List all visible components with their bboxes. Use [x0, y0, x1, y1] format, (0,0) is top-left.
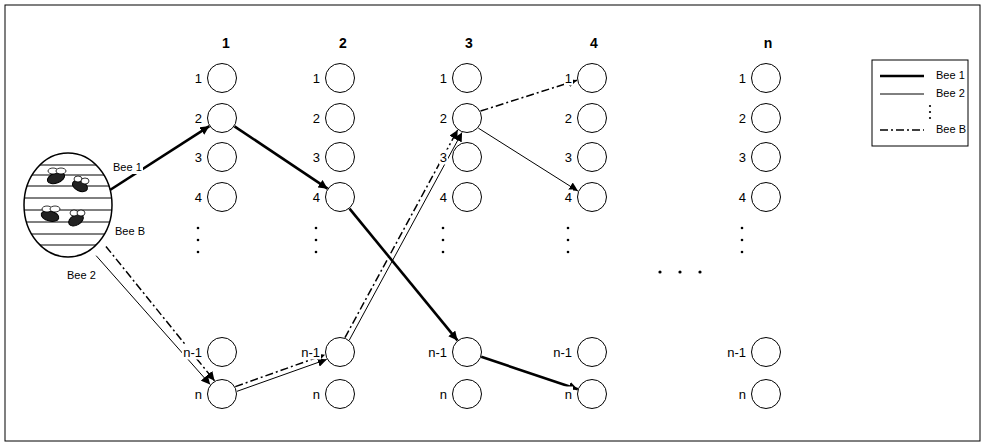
row-number: 2 [564, 111, 573, 126]
row-number: 1 [564, 71, 573, 86]
flight-path [96, 256, 210, 385]
row-number: 2 [439, 111, 448, 126]
column-number: n [763, 36, 774, 50]
row-number: 3 [439, 150, 448, 165]
row-number: 3 [738, 150, 747, 165]
legend-label: Bee B [936, 123, 966, 136]
flight-path [478, 128, 578, 191]
state-circle: 2 [452, 103, 482, 133]
row-number: 4 [738, 190, 747, 205]
row-number: 2 [312, 111, 321, 126]
row-number: 2 [738, 111, 747, 126]
state-circle: 2 [325, 103, 355, 133]
row-number: 4 [194, 190, 203, 205]
bee-label: Bee 1 [112, 160, 143, 174]
row-number: 4 [312, 190, 321, 205]
row-number: n-1 [552, 345, 573, 360]
flight-path [481, 80, 577, 111]
state-circle: 4 [325, 182, 355, 212]
row-number: 1 [194, 71, 203, 86]
state-circle: n-1 [452, 337, 482, 367]
state-circle: n [325, 379, 355, 409]
state-circle: 2 [577, 103, 607, 133]
column-number: 3 [464, 36, 474, 50]
state-circle: n-1 [325, 337, 355, 367]
legend-swatch [880, 90, 926, 98]
beehive [20, 153, 116, 257]
row-number: 2 [194, 111, 203, 126]
row-number: 3 [194, 150, 203, 165]
row-number: 1 [738, 71, 747, 86]
bee-label: Bee B [114, 224, 146, 238]
state-circle: n-1 [751, 337, 781, 367]
state-circle: 1 [452, 63, 482, 93]
row-number: n-1 [182, 345, 203, 360]
flight-path [481, 357, 578, 389]
row-number: n [439, 387, 448, 402]
row-number: 1 [439, 71, 448, 86]
flight-path [234, 126, 327, 188]
column-number: 1 [221, 36, 231, 50]
row-number: 3 [312, 150, 321, 165]
state-circle: n [751, 379, 781, 409]
state-circle: n [452, 379, 482, 409]
state-circle: 4 [577, 182, 607, 212]
state-circle: 4 [452, 182, 482, 212]
ellipsis-dots [197, 227, 744, 274]
flight-path [110, 126, 209, 190]
column-number: 4 [589, 36, 599, 50]
state-circle: 2 [751, 103, 781, 133]
row-number: n-1 [427, 345, 448, 360]
state-circle: 3 [207, 142, 237, 172]
state-circle: 2 [207, 103, 237, 133]
state-circle: 1 [325, 63, 355, 93]
figure-frame [5, 5, 980, 441]
row-number: 4 [439, 190, 448, 205]
state-circle: n-1 [207, 337, 237, 367]
row-number: 1 [312, 71, 321, 86]
row-number: n [564, 387, 573, 402]
legend-label: Bee 2 [936, 87, 965, 100]
legend-box [872, 60, 968, 146]
bee-label: Bee 2 [66, 268, 97, 282]
state-circle: n [207, 379, 237, 409]
row-number: 4 [564, 190, 573, 205]
row-number: n [312, 387, 321, 402]
state-circle: 1 [751, 63, 781, 93]
row-number: 3 [564, 150, 573, 165]
state-circle: 4 [207, 182, 237, 212]
legend-dots [929, 105, 931, 119]
legend-label: Bee 1 [936, 69, 965, 82]
flight-path [106, 246, 215, 380]
row-number: n-1 [726, 345, 747, 360]
state-circle: 4 [751, 182, 781, 212]
state-circle: 3 [751, 142, 781, 172]
state-circle: 3 [577, 142, 607, 172]
state-circle: n [577, 379, 607, 409]
state-circle: 3 [452, 142, 482, 172]
state-circle: 3 [325, 142, 355, 172]
legend-swatch [880, 126, 926, 134]
flight-path [345, 130, 458, 338]
flight-path [349, 132, 462, 340]
row-number: n-1 [300, 345, 321, 360]
state-circle: 1 [207, 63, 237, 93]
state-circle: 1 [577, 63, 607, 93]
row-number: n [738, 387, 747, 402]
legend-swatch [880, 72, 926, 80]
row-number: n [194, 387, 203, 402]
column-number: 2 [338, 36, 348, 50]
state-circle: n-1 [577, 337, 607, 367]
